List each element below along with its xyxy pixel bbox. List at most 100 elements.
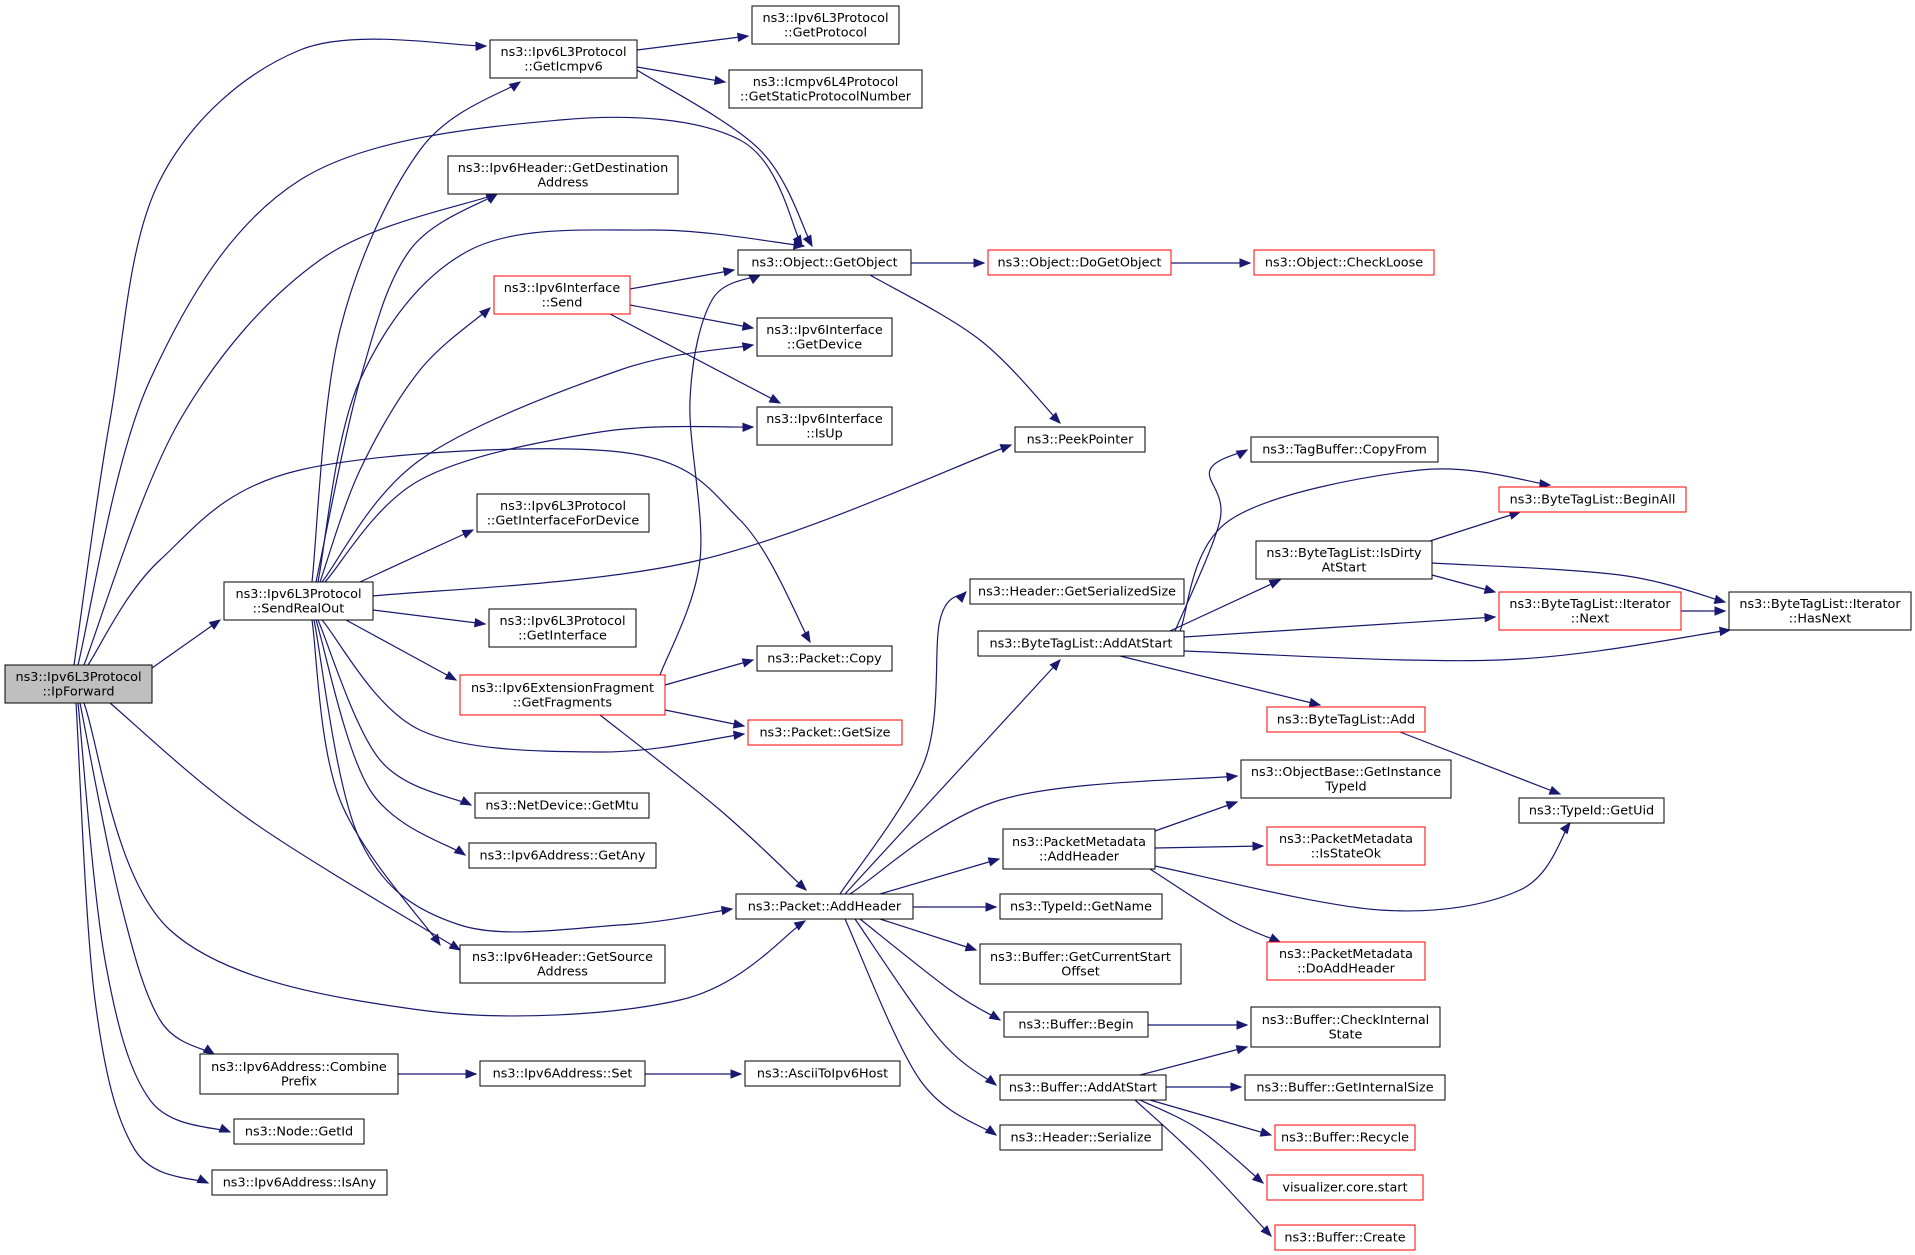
arrowhead-icon [730, 1069, 743, 1079]
edge-line [1149, 1099, 1272, 1136]
edge-send-real-out-to-get-device [321, 342, 755, 583]
edge-buffer-add-at-start-to-visualizer-start [1139, 1099, 1265, 1184]
node-address-set[interactable]: ns3::Ipv6Address::Set [479, 1060, 646, 1087]
node-do-add-header[interactable]: ns3::PacketMetadata::DoAddHeader [1266, 941, 1426, 981]
arrowhead-icon [987, 857, 1001, 867]
node-begin-all[interactable]: ns3::ByteTagList::BeginAll [1498, 486, 1687, 513]
node-packet-get-size[interactable]: ns3::Packet::GetSize [747, 719, 903, 746]
node-box [979, 943, 1182, 985]
node-packet-add-header[interactable]: ns3::Packet::AddHeader [735, 893, 914, 920]
node-box [459, 674, 666, 716]
node-box [977, 630, 1185, 657]
edge-line [317, 619, 472, 806]
node-is-state-ok[interactable]: ns3::PacketMetadata::IsStateOk [1266, 826, 1426, 866]
edge-line [629, 304, 754, 329]
node-ip-forward[interactable]: ns3::Ipv6L3Protocol::IpForward [4, 664, 153, 704]
node-header-serialize[interactable]: ns3::Header::Serialize [999, 1124, 1163, 1151]
edge-line [372, 609, 486, 625]
node-ascii-to-ipv6-host[interactable]: ns3::AsciiToIpv6Host [744, 1060, 901, 1087]
node-get-any[interactable]: ns3::Ipv6Address::GetAny [468, 842, 657, 869]
edge-line [75, 702, 209, 1184]
node-check-loose[interactable]: ns3::Object::CheckLoose [1253, 249, 1435, 276]
node-buffer-begin[interactable]: ns3::Buffer::Begin [1003, 1011, 1149, 1038]
node-packet-copy[interactable]: ns3::Packet::Copy [756, 645, 893, 672]
edge-line [315, 193, 498, 583]
edge-send-real-out-to-is-up [324, 422, 755, 583]
node-is-any[interactable]: ns3::Ipv6Address::IsAny [211, 1169, 388, 1196]
node-get-uid[interactable]: ns3::TypeId::GetUid [1518, 797, 1665, 824]
arrowhead-icon [984, 1125, 998, 1136]
node-get-icmpv6[interactable]: ns3::Ipv6L3Protocol::GetIcmpv6 [489, 39, 638, 79]
node-send-real-out[interactable]: ns3::Ipv6L3Protocol::SendRealOut [223, 581, 374, 621]
arrowhead-icon [1548, 785, 1562, 795]
node-get-static-protocol-number[interactable]: ns3::Icmpv6L4Protocol::GetStaticProtocol… [728, 69, 923, 109]
edge-packet-add-header-to-btl-add-at-start [844, 659, 1061, 895]
node-box [488, 608, 637, 648]
node-visualizer-start[interactable]: visualizer.core.start [1266, 1174, 1424, 1201]
edge-line [879, 858, 1000, 895]
node-interface-send[interactable]: ns3::Ipv6Interface::Send [493, 275, 631, 315]
arrowhead-icon [795, 879, 807, 891]
node-node-get-id[interactable]: ns3::Node::GetId [233, 1118, 365, 1145]
edge-btl-add-at-start-to-is-dirty-at-start [1169, 579, 1282, 632]
node-get-internal-size[interactable]: ns3::Buffer::GetInternalSize [1244, 1074, 1446, 1101]
node-label-line: ns3::PacketMetadata [1279, 947, 1413, 962]
edge-btl-add-at-start-to-begin-all [1179, 468, 1552, 632]
node-label-line: TypeId [1324, 779, 1366, 794]
edge-ip-forward-to-send-real-out [151, 619, 222, 669]
node-has-next[interactable]: ns3::ByteTagList::Iterator::HasNext [1728, 591, 1912, 631]
node-buffer-add-at-start[interactable]: ns3::Buffer::AddAtStart [999, 1074, 1167, 1101]
node-get-device[interactable]: ns3::Ipv6Interface::GetDevice [756, 317, 893, 357]
node-buffer-create[interactable]: ns3::Buffer::Create [1274, 1224, 1416, 1251]
node-label-line: ns3::Ipv6Address::Combine [211, 1060, 387, 1075]
arrowhead-icon [1714, 606, 1727, 616]
edge-send-real-out-to-get-mtu [317, 619, 473, 806]
node-label-line: ns3::Ipv6L3Protocol [500, 499, 626, 514]
node-label-line: ns3::Ipv6Address::GetAny [480, 849, 646, 864]
node-box [1014, 426, 1146, 453]
node-box [211, 1169, 388, 1196]
node-btl-add-at-start[interactable]: ns3::ByteTagList::AddAtStart [977, 630, 1185, 657]
node-copy-from[interactable]: ns3::TagBuffer::CopyFrom [1250, 436, 1439, 463]
node-get-serialized-size[interactable]: ns3::Header::GetSerializedSize [969, 578, 1185, 605]
edge-line [1431, 574, 1496, 593]
node-type-id-get-name[interactable]: ns3::TypeId::GetName [999, 893, 1163, 920]
node-label-line: ns3::Object::CheckLoose [1265, 256, 1423, 271]
node-is-up[interactable]: ns3::Ipv6Interface::IsUp [756, 406, 893, 446]
node-label-line: ::GetProtocol [784, 25, 867, 40]
node-peek-pointer[interactable]: ns3::PeekPointer [1014, 426, 1146, 453]
node-box [747, 719, 903, 746]
node-get-fragments[interactable]: ns3::Ipv6ExtensionFragment::GetFragments [459, 674, 666, 716]
node-box [756, 317, 893, 357]
arrowhead-icon [459, 796, 473, 806]
node-iterator-next[interactable]: ns3::ByteTagList::Iterator::Next [1498, 591, 1682, 631]
edge-packet-add-header-to-pm-add-header [879, 857, 1001, 895]
arrowhead-icon [999, 444, 1013, 454]
node-get-protocol[interactable]: ns3::Ipv6L3Protocol::GetProtocol [751, 5, 900, 45]
edge-is-dirty-at-start-to-begin-all [1429, 510, 1522, 542]
node-get-object[interactable]: ns3::Object::GetObject [737, 249, 912, 276]
node-label-line: ::GetInterface [518, 628, 607, 643]
edge-line [311, 81, 521, 583]
node-get-interface-for-device[interactable]: ns3::Ipv6L3Protocol::GetInterfaceForDevi… [476, 493, 650, 533]
node-get-interface[interactable]: ns3::Ipv6L3Protocol::GetInterface [488, 608, 637, 648]
node-label-line: ns3::ByteTagList::Iterator [1739, 597, 1901, 612]
node-pm-add-header[interactable]: ns3::PacketMetadata::AddHeader [1002, 828, 1156, 870]
edge-line [317, 229, 805, 583]
node-label-line: ns3::Ipv6Interface [766, 323, 883, 338]
node-do-get-object[interactable]: ns3::Object::DoGetObject [987, 249, 1172, 276]
node-get-mtu[interactable]: ns3::NetDevice::GetMtu [474, 792, 650, 819]
node-box [999, 893, 1163, 920]
arrowhead-icon [722, 267, 736, 277]
node-box [1244, 1074, 1446, 1101]
node-btl-add[interactable]: ns3::ByteTagList::Add [1266, 706, 1426, 733]
node-recycle[interactable]: ns3::Buffer::Recycle [1274, 1124, 1416, 1151]
edge-line [849, 775, 1238, 895]
